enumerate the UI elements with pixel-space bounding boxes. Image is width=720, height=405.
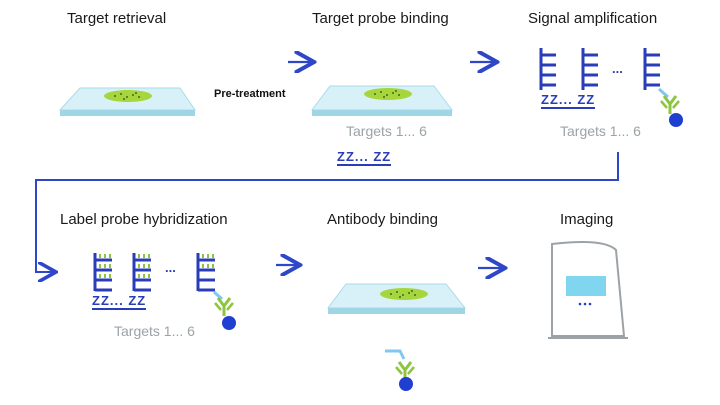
probe-link-top [658,87,669,99]
step-antibody-binding: Antibody binding [327,211,438,228]
antibody-icon [385,349,415,391]
slide-1 [58,87,196,116]
targets-label-amplification: Targets 1... 6 [560,123,641,139]
antibody-icon [660,95,683,127]
ellipsis-amplification: ... [612,61,623,76]
zz-label-probe: ZZ... ZZ [337,149,392,166]
step-target-retrieval: Target retrieval [67,10,167,27]
step-signal-amplification: Signal amplification [528,10,658,27]
step-label-probe-hybridization: Label probe hybridization [60,211,228,228]
probe-link-bottom [213,290,223,301]
slide-3 [327,283,467,314]
slide-2 [311,85,453,116]
zz-label-hybridization: ZZ... ZZ [92,293,147,310]
step-target-probe-binding: Target probe binding [312,10,449,27]
amplifier-group-top [539,48,660,90]
targets-label-hybridization: Targets 1... 6 [114,323,195,339]
pre-treatment-label: Pre-treatment [214,88,286,100]
label-probe-ticks [99,254,214,278]
imager-device-icon [548,241,628,339]
zz-label-amplification: ZZ... ZZ [541,92,596,109]
ellipsis-hybridization: ... [165,260,176,275]
label-probe-group [93,253,215,292]
connector-arrow [35,152,619,272]
antibody-icon [214,297,236,330]
step-imaging: Imaging [560,211,614,228]
targets-label-probe-binding: Targets 1... 6 [346,123,427,139]
